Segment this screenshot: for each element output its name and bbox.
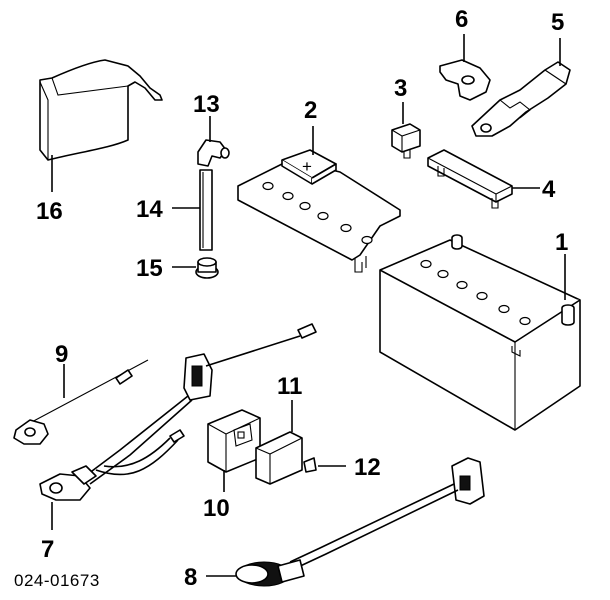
part-9-sensor-lead — [13, 359, 149, 445]
part-5-mounting-bracket — [471, 61, 571, 137]
callout-1: 1 — [555, 229, 568, 256]
part-10-fuse-box-base — [207, 409, 261, 473]
part-12-screw — [303, 457, 317, 473]
plus-sign: + — [302, 157, 312, 176]
callout-15: 15 — [136, 255, 163, 282]
part-1-battery — [379, 234, 581, 431]
diagram-code: 024-01673 — [14, 571, 100, 590]
part-15-grommet — [195, 257, 219, 279]
part-7-battery-cable — [39, 323, 317, 501]
part-14-vent-hose — [199, 169, 213, 251]
part-11-fuse-box-cover — [255, 431, 303, 485]
part-8-ground-cable — [235, 457, 485, 587]
callout-13: 13 — [193, 91, 220, 118]
callout-7: 7 — [41, 536, 54, 563]
callout-10: 10 — [203, 495, 230, 522]
callout-4: 4 — [542, 176, 556, 203]
part-3-clip — [391, 123, 421, 159]
callout-5: 5 — [551, 9, 564, 36]
callout-14: 14 — [136, 196, 163, 223]
callout-8: 8 — [184, 564, 197, 591]
callout-9: 9 — [55, 341, 68, 368]
callout-11: 11 — [277, 373, 302, 400]
part-6-bracket — [439, 59, 491, 101]
part-4-hold-down-bar — [427, 149, 513, 209]
callout-3: 3 — [394, 75, 407, 102]
callout-16: 16 — [36, 198, 63, 225]
callout-6: 6 — [455, 6, 468, 33]
callout-12: 12 — [354, 454, 381, 481]
part-16-battery-shield — [39, 59, 163, 161]
callout-2: 2 — [304, 97, 317, 124]
part-2-battery-cover: + — [237, 149, 401, 273]
part-13-elbow-fitting — [197, 139, 230, 167]
